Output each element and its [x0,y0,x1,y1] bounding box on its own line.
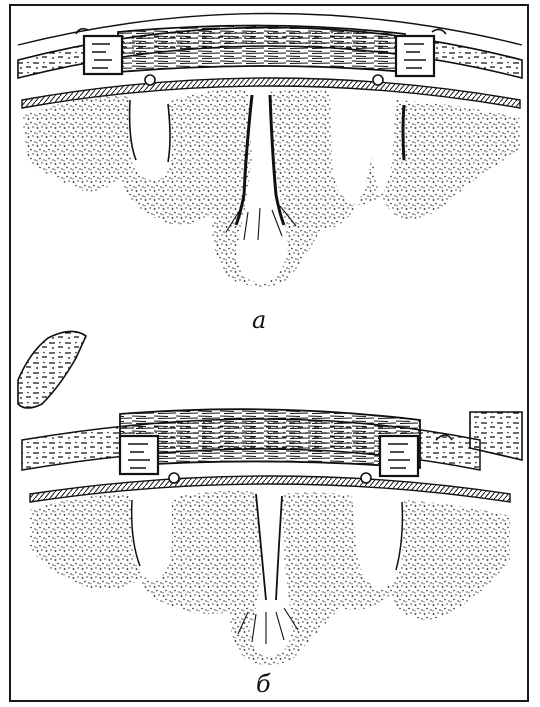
brain-tissue-b [30,491,510,665]
bone-graft-a [118,25,405,72]
panel-a-caption: а [252,306,266,334]
clamp-left-b [120,436,158,474]
bone-graft-b [120,409,420,468]
clamp-left-a [76,29,122,74]
scalp-flap-b [18,331,86,408]
panel-a-drawing [18,14,522,287]
panel-b-drawing [18,331,522,665]
panel-b-caption: б [256,670,271,698]
